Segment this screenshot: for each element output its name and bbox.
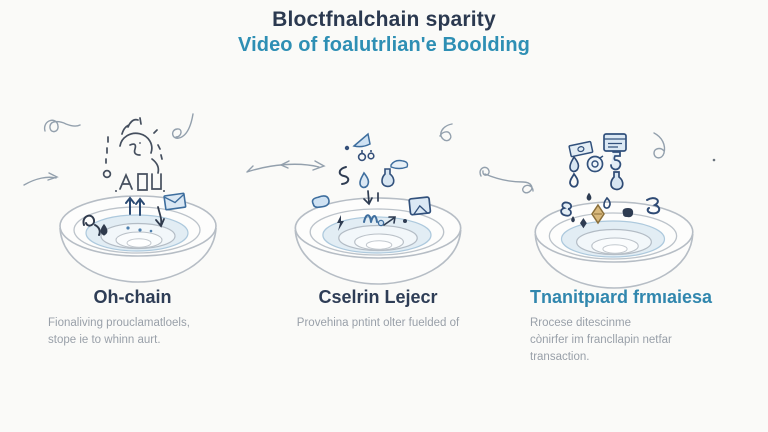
target-icon: [586, 155, 604, 173]
page-subtitle: Video of foalutrlian'e Boolding: [238, 34, 530, 57]
envelope-icon: [163, 192, 187, 211]
bubble-icon: [344, 145, 350, 151]
column1-description: Fionaliving prouclamatloels, stope ie to…: [30, 315, 235, 350]
bubble-circles-icon: [357, 150, 375, 162]
curl-icon: [646, 197, 661, 215]
small-drop-blue: [603, 196, 611, 209]
loaf-icon: [390, 159, 409, 170]
column-transaction: Tnanitpıard frmıaiesa Rrocese ditescinme…: [530, 287, 740, 366]
droplet-icon: [100, 223, 108, 236]
pool2-icons: [311, 132, 432, 231]
column3-description-line1: Rrocese ditescinme: [530, 316, 631, 329]
column2-heading: Cselrin Lejecr: [318, 287, 438, 307]
wave-icon: [363, 214, 385, 227]
arrow-doodle-left: [23, 172, 59, 186]
flask-icon: [381, 168, 395, 188]
arrow-icon: [383, 216, 396, 226]
column1-description-line2: stope ie to whinn aurt.: [48, 333, 161, 346]
column2-description-line1: Provehina pntint olter fuelded of: [296, 316, 460, 329]
pool3-icons: [560, 133, 661, 229]
flask-icon-3a: [610, 151, 622, 171]
small-drop-dark: [586, 192, 592, 201]
header: Bloctfnalchain sparity Video of foalutrl…: [0, 7, 768, 57]
up-arrows-icon: [125, 196, 145, 216]
water-drop-icon: [359, 171, 370, 189]
arrow-doodle-mid: [246, 160, 326, 173]
column3-description-line3: transaction.: [530, 351, 590, 364]
squiggle-doodle-left: [43, 119, 81, 133]
water-drop-icon-3: [569, 155, 580, 173]
arrow-doodle-right: [479, 166, 534, 194]
column2-description: Provehina pntint olter fuelded of: [283, 315, 473, 332]
flask-icon-3b: [610, 171, 624, 191]
dot-icon: [403, 219, 407, 223]
column3-description-line2: cònirfer im francllapin netfar: [530, 333, 672, 346]
page-title: Bloctfnalchain sparity: [272, 8, 496, 31]
column3-heading: Tnanitpıard frmıaiesa: [530, 287, 713, 307]
column3-description: Rrocese ditescinme cònirfer im francllap…: [530, 315, 740, 367]
column-ledger: Cselrin Lejecr Provehina pntint olter fu…: [283, 287, 473, 332]
small-arrowhead-doodle: [279, 160, 290, 169]
spiral-doodle: [172, 113, 194, 139]
person-sketch-doodle: [102, 117, 165, 192]
whirlpool-2: [294, 197, 462, 285]
whirlpool-1: [59, 195, 217, 283]
window-icon: [408, 196, 432, 216]
lightning-icon: [337, 215, 344, 231]
scribble-icon: [82, 214, 101, 236]
column1-description-line1: Fionaliving prouclamatloels,: [48, 316, 190, 329]
blob-icon: [311, 195, 330, 209]
whirlpool-3: [534, 201, 694, 289]
down-arrows-icon: [363, 190, 379, 206]
blob-icon-3: [560, 201, 573, 217]
tiny-drop-dark: [571, 216, 575, 223]
column-on-chain: Oh-chain Fionaliving prouclamatloels, st…: [30, 287, 235, 349]
dots-icon: [126, 226, 153, 233]
blob-dark-icon: [622, 208, 634, 218]
down-arrow-icon: [155, 206, 165, 228]
squiggle-doodle-right: [653, 132, 666, 159]
banknote-icon: [568, 140, 594, 158]
s-curve-icon: [338, 166, 350, 185]
drop-outline-icon: [569, 172, 579, 188]
dot-speck: [712, 158, 716, 162]
pool1-icons: [82, 192, 187, 236]
squiggle-doodle-mid: [439, 123, 453, 142]
browser-icon: [603, 133, 627, 152]
gold-diamond-icon: [591, 203, 605, 225]
flag-icon: [352, 132, 371, 148]
column1-heading: Oh-chain: [93, 287, 172, 307]
dark-diamond-icon: [580, 218, 587, 229]
